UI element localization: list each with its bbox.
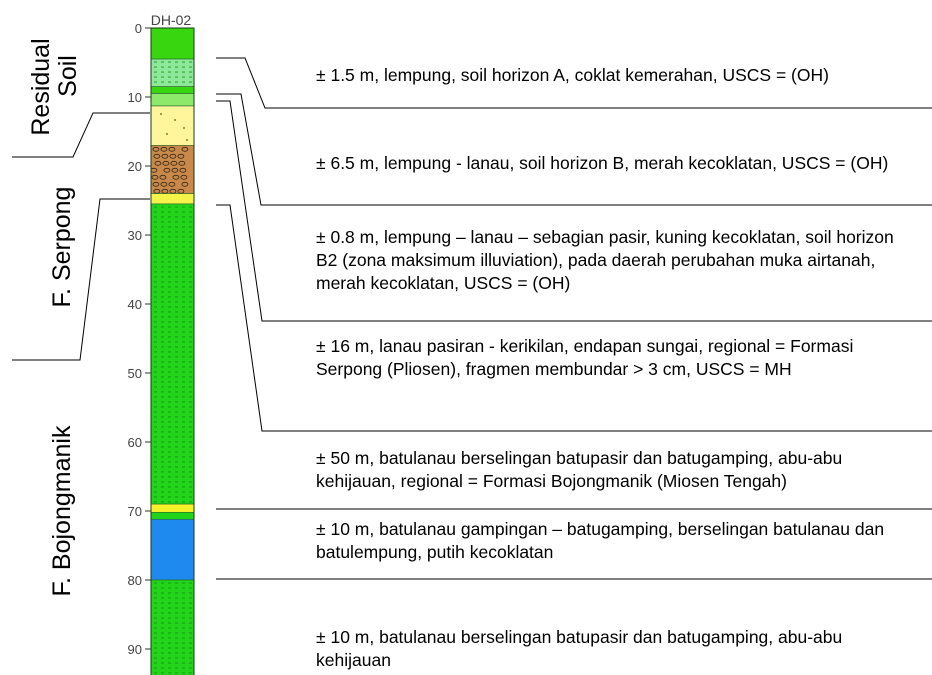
lithology-layer (150, 27, 195, 60)
layer-description-7: ± 10 m, batulanau berselingan batupasir … (316, 627, 843, 670)
connector-line-1 (216, 57, 932, 109)
depth-tick-label: 80 (128, 573, 142, 588)
lithology-layer (150, 512, 195, 520)
depth-tick-label: 20 (128, 159, 142, 174)
depth-tick-label: 30 (128, 228, 142, 243)
depth-tick-label: 70 (128, 504, 142, 519)
layer-description-6: ± 10 m, batulanau gampingan – batugampin… (316, 519, 885, 562)
lithology-layer (150, 518, 195, 581)
lithology-layer (150, 145, 195, 194)
formation-boundary-lines (12, 112, 150, 361)
depth-tick-label: 50 (128, 366, 142, 381)
lithology-layer (150, 579, 195, 675)
formation-label-serpong: F. Serpong (48, 187, 76, 308)
lithology-layer (150, 93, 195, 107)
depth-tick-label: 60 (128, 435, 142, 450)
formation-label-residual-soil-line2: Soil (54, 55, 82, 97)
depth-tick-label: 10 (128, 90, 142, 105)
lithology-layer (150, 503, 195, 513)
layer-description-1: ± 1.5 m, lempung, soil horizon A, coklat… (316, 65, 829, 85)
formation-label-bojongmanik: F. Bojongmanik (48, 425, 76, 596)
lithology-layer (150, 203, 195, 505)
layer-description-4: ± 16 m, lanau pasiran - kerikilan, endap… (316, 336, 854, 379)
borehole-title: DH-02 (151, 12, 192, 28)
connector-line-4 (216, 204, 932, 432)
layer-description-2: ± 6.5 m, lempung - lanau, soil horizon B… (316, 153, 889, 173)
depth-tick-label: 90 (128, 642, 142, 657)
connector-line-2 (216, 93, 932, 206)
formation-label-residual-soil-line1: Residual (27, 38, 55, 135)
boundary-line-residual-serpong (12, 112, 150, 158)
layer-description-3: ± 0.8 m, lempung – lanau – sebagian pasi… (316, 227, 894, 293)
depth-tick-label: 40 (128, 297, 142, 312)
layer-description-5: ± 50 m, batulanau berselingan batupasir … (316, 448, 843, 491)
lithology-layer (150, 86, 195, 94)
lithology-layer (150, 58, 195, 87)
description-connector-lines (216, 57, 932, 580)
boundary-line-serpong-bojongmanik (12, 198, 150, 361)
column-border (150, 27, 195, 675)
lithology-layer (150, 105, 195, 146)
lithology-layer (150, 193, 195, 205)
depth-axis: 0 10 20 30 40 50 60 70 80 90 (128, 21, 151, 657)
connector-line-3 (216, 100, 932, 322)
depth-tick-label: 0 (135, 21, 142, 36)
lithology-column (150, 27, 195, 675)
